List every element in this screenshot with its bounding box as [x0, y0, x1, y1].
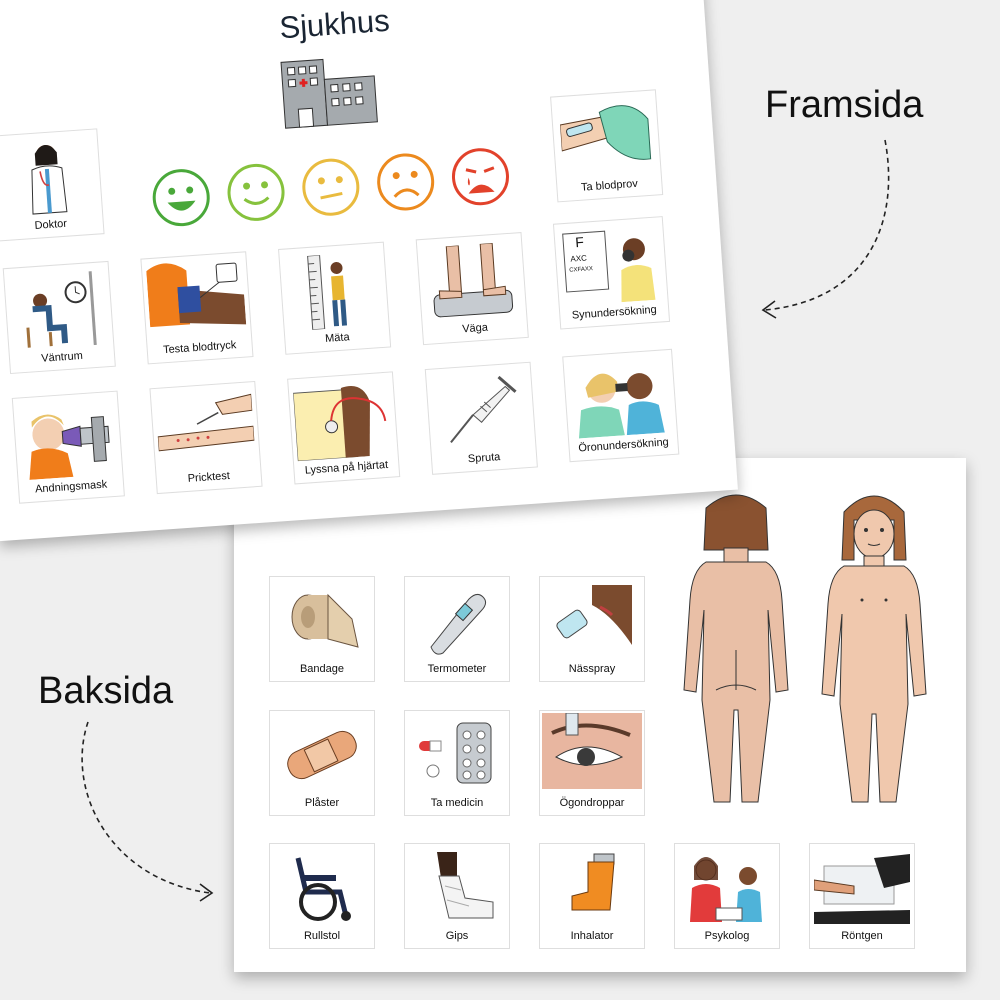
card-label: Röntgen — [841, 930, 883, 942]
card-doctor[interactable]: Doktor — [0, 128, 105, 242]
card-eye-exam[interactable]: F AXC CXFAXX Synundersökning — [552, 216, 671, 330]
card-listen-heart[interactable]: Lyssna på hjärtat — [287, 371, 401, 485]
front-side-label: Framsida — [765, 84, 924, 126]
neutral-face-icon[interactable] — [299, 155, 363, 219]
card-nasal-spray[interactable]: Nässpray — [539, 576, 645, 682]
card-label: Väntrum — [40, 349, 84, 365]
nasal-spray-icon — [556, 585, 632, 645]
card-label: Nässpray — [568, 663, 616, 675]
cast-icon — [437, 852, 494, 919]
breathing-mask-icon — [29, 414, 110, 480]
emotion-scale — [149, 143, 533, 239]
card-label: Psykolog — [704, 930, 750, 942]
card-thermometer[interactable]: Termometer — [404, 576, 510, 682]
psychologist-icon — [690, 857, 762, 922]
card-label: Andningsmask — [34, 478, 108, 496]
x-ray-icon — [814, 854, 910, 924]
card-label: Spruta — [467, 451, 501, 466]
card-measure[interactable]: Mäta — [278, 241, 392, 355]
svg-text:CXFAXX: CXFAXX — [569, 266, 593, 274]
svg-text:F: F — [575, 234, 585, 251]
card-x-ray[interactable]: Röntgen — [809, 843, 915, 949]
thermometer-icon — [430, 593, 487, 655]
wheelchair-icon — [295, 857, 351, 921]
card-label: Lyssna på hjärtat — [304, 458, 389, 477]
back-sheet: Bandage Termometer Nässpray Plåster — [234, 458, 966, 972]
card-label: Ta medicin — [430, 797, 484, 809]
card-waiting-room[interactable]: Väntrum — [2, 260, 116, 375]
svg-text:AXC: AXC — [570, 254, 587, 264]
card-label: Väga — [461, 321, 489, 336]
card-ear-exam[interactable]: Öronundersökning — [562, 348, 680, 463]
crying-face-icon[interactable] — [448, 145, 512, 209]
back-side-label: Baksida — [38, 670, 174, 712]
very-happy-face-icon[interactable] — [149, 166, 213, 230]
scale-icon — [433, 242, 514, 318]
card-cast[interactable]: Gips — [404, 843, 510, 949]
card-label: Ögondroppar — [559, 797, 625, 809]
card-label: Pricktest — [187, 469, 231, 485]
front-arrow — [764, 139, 890, 311]
card-label: Gips — [445, 930, 469, 942]
front-sheet: Sjukhus — [0, 0, 738, 542]
card-syringe[interactable]: Spruta — [424, 361, 538, 475]
doctor-icon — [31, 144, 68, 215]
stethoscope-icon — [292, 386, 387, 462]
card-label: Rullstol — [303, 930, 341, 942]
card-label: Öronundersökning — [578, 436, 670, 455]
waiting-room-icon — [26, 271, 97, 348]
card-breathing-mask[interactable]: Andningsmask — [11, 390, 125, 504]
hospital-building-icon — [280, 58, 378, 129]
syringe-icon — [450, 375, 517, 444]
card-label: Termometer — [427, 663, 487, 675]
card-take-medicine[interactable]: Ta medicin — [404, 710, 510, 816]
card-label: Testa blodtryck — [162, 339, 237, 357]
card-psychologist[interactable]: Psykolog — [674, 843, 780, 949]
front-arrow-head — [761, 300, 777, 319]
blood-test-icon — [559, 105, 652, 160]
pills-icon — [419, 722, 492, 784]
eye-drops-icon — [542, 713, 642, 789]
eye-chart-icon: F AXC CXFAXX — [562, 230, 656, 303]
card-label: Ta blodprov — [580, 177, 639, 194]
card-label: Inhalator — [570, 930, 614, 942]
ear-exam-icon — [578, 373, 665, 439]
card-weigh[interactable]: Väga — [415, 232, 529, 346]
back-arrow-head — [199, 883, 214, 902]
card-bandage[interactable]: Bandage — [269, 576, 375, 682]
card-label: Doktor — [34, 217, 68, 232]
inhaler-icon — [571, 853, 615, 911]
card-blood-pressure[interactable]: Testa blodtryck — [140, 251, 254, 365]
card-wheelchair[interactable]: Rullstol — [269, 843, 375, 949]
card-label: Mäta — [324, 331, 351, 345]
card-inhaler[interactable]: Inhalator — [539, 843, 645, 949]
card-label: Bandage — [299, 663, 345, 675]
blood-pressure-icon — [146, 262, 247, 328]
card-prick-test[interactable]: Pricktest — [149, 380, 263, 495]
sad-face-icon[interactable] — [374, 150, 438, 214]
bandage-roll-icon — [291, 593, 359, 648]
body-back-icon — [683, 494, 789, 803]
card-eye-drops[interactable]: Ögondroppar — [539, 710, 645, 816]
card-label: Plåster — [304, 797, 340, 809]
measure-height-icon — [307, 254, 348, 331]
prick-test-icon — [157, 393, 255, 452]
plaster-icon — [287, 730, 357, 780]
back-arrow — [81, 721, 211, 894]
card-plaster[interactable]: Plåster — [269, 710, 375, 816]
body-front-icon — [821, 495, 927, 803]
happy-face-icon[interactable] — [224, 160, 288, 224]
card-blood-test[interactable]: Ta blodprov — [550, 89, 664, 203]
card-label: Synundersökning — [571, 303, 658, 322]
